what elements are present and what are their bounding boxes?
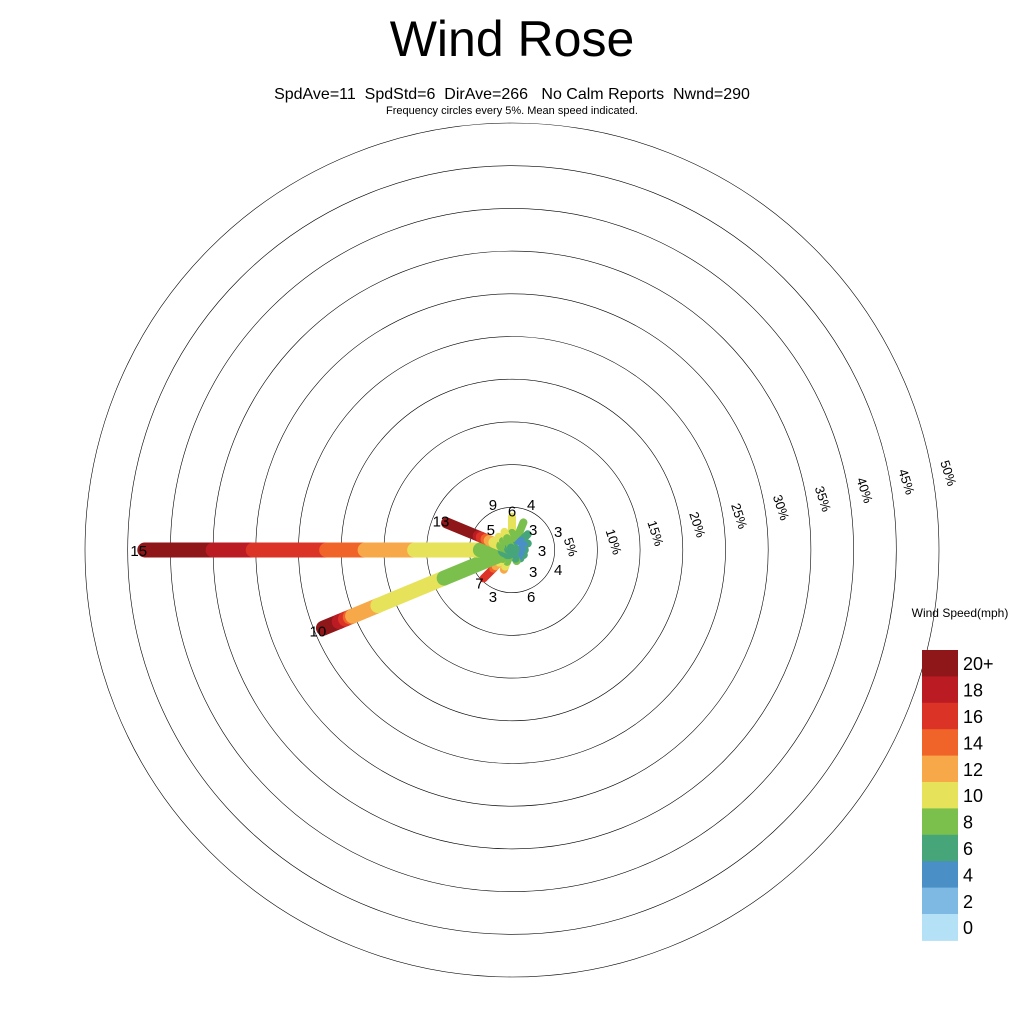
legend: Wind Speed(mph) 20+ 18 16 14 12 10 8 6 4 2 0 [912,606,1009,941]
legend-label: 4 [963,865,973,885]
ring-label: 35% [812,484,834,514]
legend-label: 16 [963,707,983,727]
ring-label: 20% [686,510,708,540]
petal-segment [507,543,516,554]
ring-label: 50% [937,458,959,488]
legend-label: 2 [963,892,973,912]
chart-stats: SpdAve=11 SpdStd=6 DirAve=266 No Calm Re… [274,86,750,103]
ring-label: 5% [561,536,581,559]
petal-segment [370,570,452,614]
petal-speed-label: 15 [130,543,147,560]
legend-label: 12 [963,760,983,780]
legend-label: 14 [963,733,983,753]
petal-speed-label: 10 [310,623,327,640]
legend-swatch [922,914,958,941]
petal-speed-label: 5 [487,522,495,539]
petal-speed-label: 4 [554,562,562,579]
legend-label: 0 [963,918,973,938]
chart-title: Wind Rose [389,11,635,67]
petal-speed-label: 9 [489,497,497,514]
petal-speed-label: 6 [527,589,535,606]
petal [315,542,520,636]
ring-label: 30% [770,493,792,523]
legend-label: 6 [963,839,973,859]
legend-swatch [922,650,958,677]
petal [500,527,516,554]
ring-label: 15% [644,519,666,549]
legend-label: 10 [963,786,983,806]
petal-speed-label: 6 [508,504,516,521]
petal-segment [441,517,484,542]
ring-label: 10% [603,527,625,557]
ring-label: 25% [728,501,750,531]
legend-swatch [922,861,958,889]
legend-swatch [922,702,958,730]
frequency-ring [127,165,897,935]
legend-label: 18 [963,681,983,701]
petal-speed-label: 3 [529,564,537,581]
legend-label: 20+ [963,654,994,674]
ring-label: 45% [895,467,917,497]
ring-label: 40% [854,476,876,506]
petal-speed-label: 7 [475,576,483,593]
chart-note: Frequency circles every 5%. Mean speed i… [386,105,638,117]
petal-speed-label: 3 [529,522,537,539]
petal-speed-label: 3 [489,589,497,606]
petal-speed-label: 3 [554,524,562,541]
legend-swatch [922,834,958,862]
frequency-ring [84,122,940,978]
petal-speed-label: 4 [527,497,535,514]
legend-swatch [922,729,958,757]
legend-swatch [922,782,958,809]
legend-swatch [922,676,958,704]
petal-speed-label: 3 [538,543,546,560]
legend-label: 8 [963,813,973,833]
legend-swatch [922,755,958,783]
legend-swatch [922,887,958,915]
legend-swatch [922,808,958,836]
petal-speed-label: 13 [433,514,450,531]
legend-title: Wind Speed(mph) [912,606,1009,620]
